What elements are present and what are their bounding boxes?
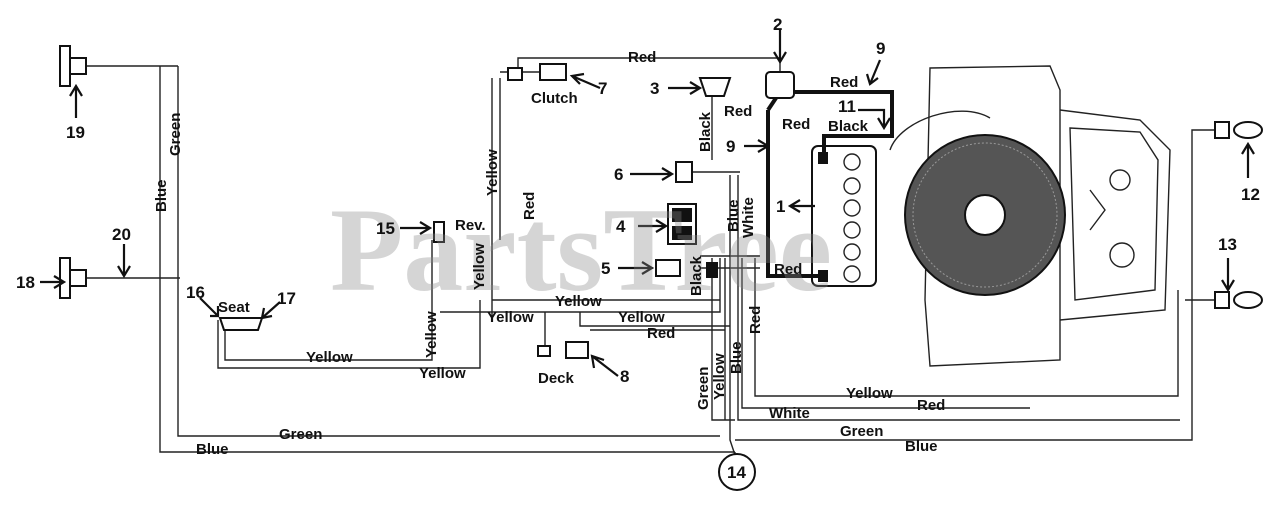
wire-red-vert-low: Red	[747, 306, 764, 334]
wire-white-right: White	[769, 405, 810, 422]
callout-20: 20	[112, 225, 131, 244]
wire-yellow-vert-low: Yellow	[711, 353, 728, 400]
callout-2: 2	[773, 15, 782, 34]
wire-red-vert: Red	[521, 192, 538, 220]
wire-green-right: Green	[840, 423, 883, 440]
callout-11: 11	[838, 97, 856, 116]
callout-4: 4	[616, 217, 626, 236]
seat-label: Seat	[218, 299, 250, 316]
callout-12: 12	[1241, 185, 1260, 204]
wire-yellow-left-vert: Yellow	[423, 311, 440, 358]
wire-black-3: Black	[697, 111, 714, 152]
module-4	[667, 203, 697, 245]
wire-yellow-mid3: Yellow	[618, 309, 665, 326]
ignition-3	[698, 77, 732, 97]
ground-14	[718, 453, 756, 491]
battery	[811, 145, 877, 287]
callout-arrows	[40, 30, 1255, 377]
wire-green-bottom: Green	[279, 426, 322, 443]
solenoid-2	[765, 71, 795, 99]
callout-15: 15	[376, 219, 395, 238]
wire-blue-bottom: Blue	[196, 441, 229, 458]
taillight-13	[1214, 291, 1263, 309]
wire-red-top: Red	[628, 49, 656, 66]
wire-yellow-right: Yellow	[846, 385, 893, 402]
callout-13: 13	[1218, 235, 1237, 254]
wire-red-bat-top: Red	[830, 74, 858, 91]
wire-blue-left: Blue	[153, 179, 170, 212]
wires	[70, 57, 1215, 458]
rev-label: Rev.	[455, 217, 486, 234]
watermark: PartsTree	[330, 183, 832, 316]
switch-6	[675, 161, 693, 183]
wire-yellow-bottom: Yellow	[419, 365, 466, 382]
headlight-19	[59, 45, 87, 87]
wire-blue-right: Blue	[905, 438, 938, 455]
wire-black-11: Black	[828, 118, 869, 135]
callout-18: 18	[16, 273, 35, 292]
wire-red-battery: Red	[774, 261, 802, 278]
wire-red-right: Red	[917, 397, 945, 414]
callout-17: 17	[277, 289, 296, 308]
wire-yellow-vert-a: Yellow	[484, 149, 501, 196]
wire-green-vert-low: Green	[695, 367, 712, 410]
callout-5: 5	[601, 259, 610, 278]
callout-1: 1	[776, 197, 785, 216]
taillight-12	[1214, 121, 1263, 139]
wire-yellow-mid: Yellow	[555, 293, 602, 310]
callout-9a: 9	[726, 137, 735, 156]
wire-yellow-seat: Yellow	[306, 349, 353, 366]
wire-white-6: White	[740, 197, 757, 238]
deck-switch-8	[565, 341, 589, 359]
callout-16: 16	[186, 283, 205, 302]
deck-label: Deck	[538, 370, 575, 387]
seat-switch	[218, 317, 264, 331]
parts	[59, 45, 1263, 491]
wire-red-left-2: Red	[724, 103, 752, 120]
wire-blue-6: Blue	[725, 199, 742, 232]
callout-14: 14	[727, 463, 746, 482]
wire-yellow-mid2: Yellow	[487, 309, 534, 326]
wire-red-under-2: Red	[782, 116, 810, 133]
callout-6: 6	[614, 165, 623, 184]
engine	[889, 65, 1171, 367]
headlight-18	[59, 257, 87, 299]
wire-yellow-vert-b: Yellow	[471, 243, 488, 290]
rev-switch-15	[433, 221, 445, 243]
clutch-label: Clutch	[531, 90, 578, 107]
wire-green-left: Green	[167, 113, 184, 156]
clutch-switch	[539, 63, 567, 81]
callout-3: 3	[650, 79, 659, 98]
wire-blue-vert-low: Blue	[728, 341, 745, 374]
callout-9b: 9	[876, 39, 885, 58]
callout-8: 8	[620, 367, 629, 386]
callout-19: 19	[66, 123, 85, 142]
wire-red-mid: Red	[647, 325, 675, 342]
sender-5	[655, 259, 681, 277]
wire-black-5: Black	[688, 255, 705, 296]
callout-7: 7	[598, 79, 607, 98]
